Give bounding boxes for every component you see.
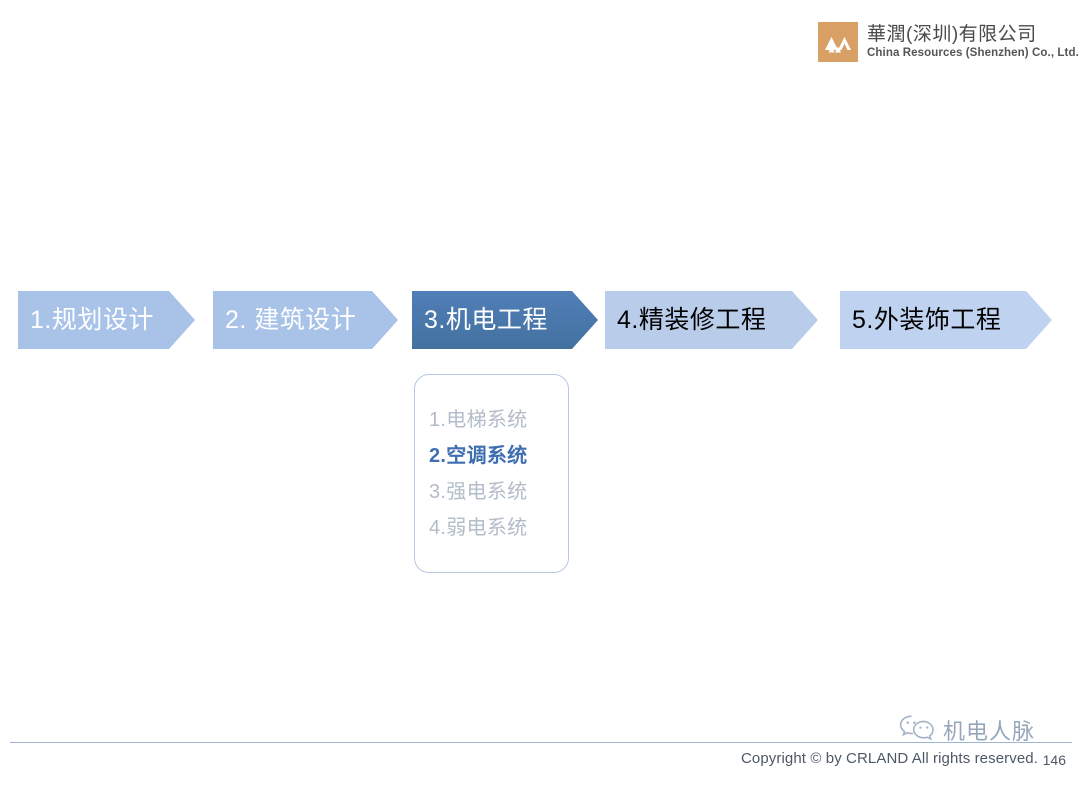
mountain-logo-icon bbox=[818, 22, 858, 62]
watermark: 机电人脉 bbox=[898, 713, 1035, 746]
process-flow: 1.规划设计 2. 建筑设计 3.机电工程 4.精装修工程 5.外装饰工程 bbox=[0, 291, 1080, 349]
process-step-5[interactable]: 5.外装饰工程 bbox=[840, 291, 1052, 349]
process-step-4-label: 4.精装修工程 bbox=[617, 305, 767, 334]
subsystem-list: 1.电梯系统 2.空调系统 3.强电系统 4.弱电系统 bbox=[414, 374, 569, 573]
process-step-4[interactable]: 4.精装修工程 bbox=[605, 291, 818, 349]
copyright-text: Copyright © by CRLAND All rights reserve… bbox=[740, 750, 1038, 767]
logo-company-en: China Resources (Shenzhen) Co., Ltd. bbox=[867, 46, 1079, 59]
subsystem-item-1[interactable]: 1.电梯系统 bbox=[429, 408, 528, 431]
process-step-3-active[interactable]: 3.机电工程 bbox=[412, 291, 598, 349]
watermark-text: 机电人脉 bbox=[943, 718, 1036, 744]
process-step-5-label: 5.外装饰工程 bbox=[852, 305, 1002, 334]
company-logo: 華潤(深圳)有限公司 China Resources (Shenzhen) Co… bbox=[818, 22, 1079, 62]
wechat-icon bbox=[898, 713, 938, 746]
process-step-3-label: 3.机电工程 bbox=[424, 305, 548, 334]
logo-company-cn: 華潤(深圳)有限公司 bbox=[867, 24, 1037, 45]
process-step-2[interactable]: 2. 建筑设计 bbox=[213, 291, 398, 349]
logo-text: 華潤(深圳)有限公司 China Resources (Shenzhen) Co… bbox=[867, 22, 1079, 61]
subsystem-item-3[interactable]: 3.强电系统 bbox=[429, 480, 528, 503]
footer-divider bbox=[10, 742, 1072, 744]
process-step-1[interactable]: 1.规划设计 bbox=[18, 291, 195, 349]
process-step-1-label: 1.规划设计 bbox=[30, 305, 154, 334]
subsystem-item-4[interactable]: 4.弱电系统 bbox=[429, 516, 528, 539]
process-step-2-label: 2. 建筑设计 bbox=[225, 305, 357, 334]
page-number: 146 bbox=[1042, 752, 1066, 768]
subsystem-item-2-selected[interactable]: 2.空调系统 bbox=[429, 444, 528, 467]
